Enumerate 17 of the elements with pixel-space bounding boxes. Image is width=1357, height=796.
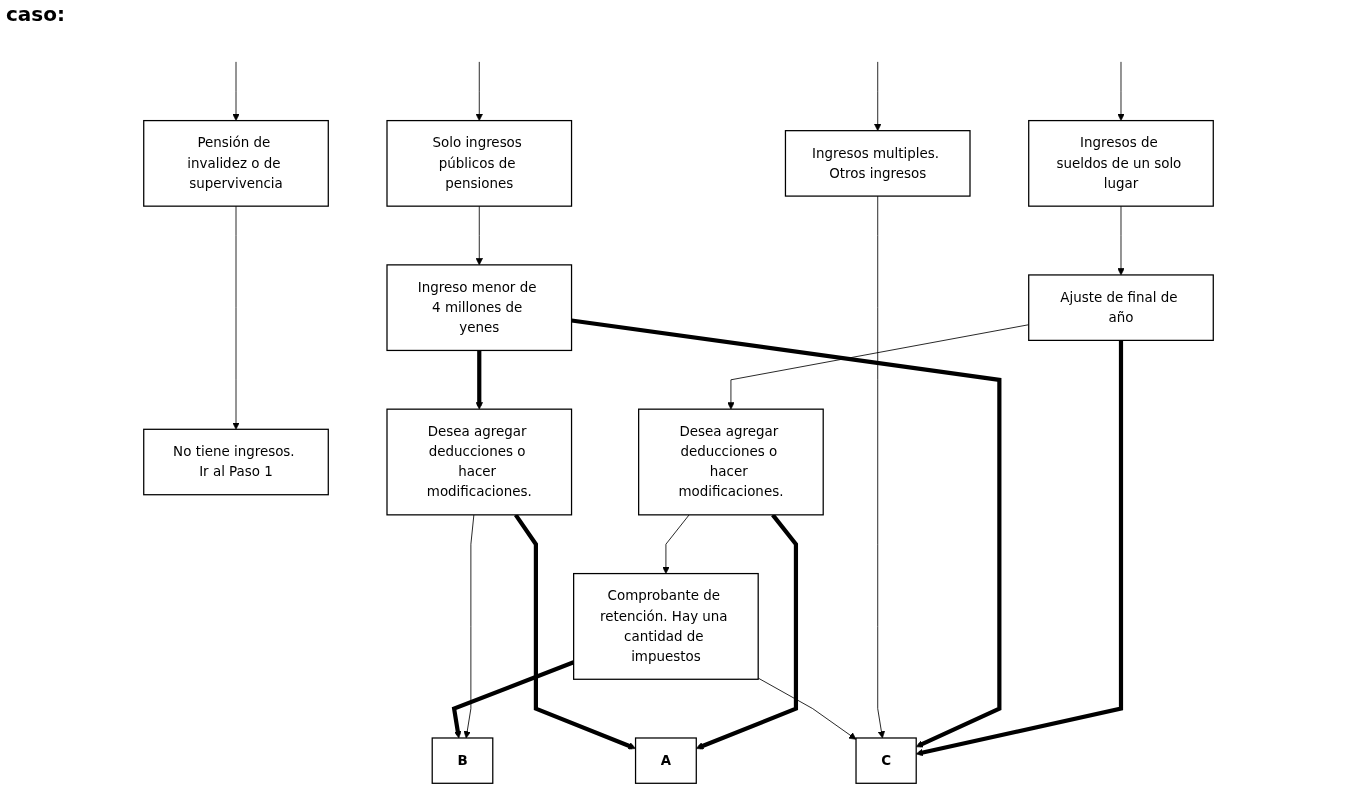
node-box: No tiene ingresos. Ir al Paso 1 xyxy=(143,428,329,496)
node-box: Ajuste de final de año xyxy=(1028,274,1214,341)
arrow xyxy=(475,350,483,410)
node-box: C xyxy=(855,737,917,784)
node-box: Pensión de invalidez o de supervivencia xyxy=(143,119,329,207)
node-box: Solo ingresos públicos de pensiones xyxy=(386,119,573,207)
node-box: Desea agregar deducciones o hacer modificaciones. xyxy=(638,408,824,516)
note-text: caso: xyxy=(6,2,65,26)
node-box: Desea agregar deducciones o hacer modificaciones. xyxy=(386,408,573,516)
arrow xyxy=(571,318,1002,748)
node-box: B xyxy=(431,737,494,784)
node-box: Comprobante de retención. Hay una cantidad de impuestos xyxy=(573,572,759,680)
node-box: A xyxy=(634,737,697,784)
arrow xyxy=(513,513,636,750)
node-box: Ingresos multiples. Otros ingresos xyxy=(784,130,971,197)
node-box: Ingresos de sueldos de un solo lugar xyxy=(1028,119,1214,207)
node-box: Ingreso menor de 4 millones de yenes xyxy=(386,264,573,352)
